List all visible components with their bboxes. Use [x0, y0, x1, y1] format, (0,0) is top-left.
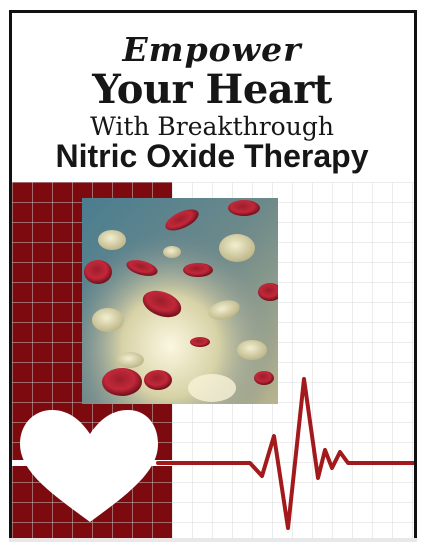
ecg-line [156, 377, 414, 530]
title-line-with-breakthrough: With Breakthrough [90, 112, 334, 141]
cover-artwork [12, 182, 414, 538]
title-line-empower: Empower [122, 30, 302, 69]
cover-frame [9, 10, 417, 541]
title-line-nitric-oxide-therapy: Nitric Oxide Therapy [55, 138, 369, 174]
heart-icon [20, 410, 158, 522]
title-line-your-heart: Your Heart [92, 66, 332, 113]
blood-cells-photo [82, 198, 278, 404]
cover-bottom-edge [9, 538, 417, 542]
